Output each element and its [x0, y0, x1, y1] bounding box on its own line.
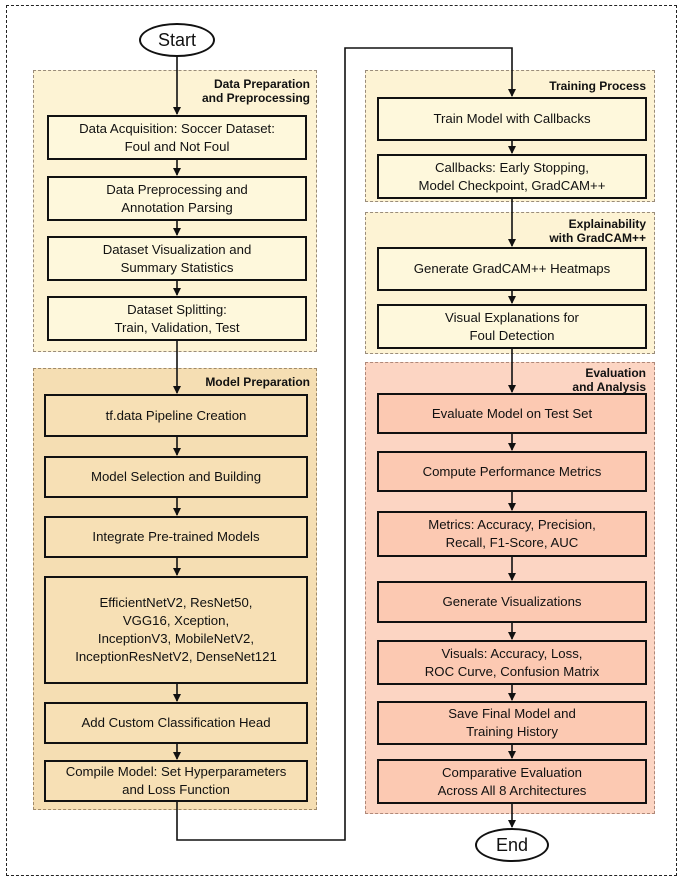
step-gradcam-heatmaps: Generate GradCAM++ Heatmaps — [377, 247, 647, 291]
step-data-preprocessing: Data Preprocessing and Annotation Parsin… — [47, 176, 307, 221]
step-evaluate-model: Evaluate Model on Test Set — [377, 393, 647, 434]
group-title-model-preparation: Model Preparation — [205, 375, 310, 389]
step-train-model: Train Model with Callbacks — [377, 97, 647, 141]
step-comparative-evaluation: Comparative Evaluation Across All 8 Arch… — [377, 759, 647, 804]
step-callbacks: Callbacks: Early Stopping, Model Checkpo… — [377, 154, 647, 199]
step-metrics-list: Metrics: Accuracy, Precision, Recall, F1… — [377, 511, 647, 557]
group-title-explainability: Explainability with GradCAM++ — [549, 217, 646, 245]
step-pipeline-creation: tf.data Pipeline Creation — [44, 394, 308, 437]
step-visual-explanations: Visual Explanations for Foul Detection — [377, 304, 647, 349]
diagram-frame — [6, 5, 677, 876]
step-data-acquisition: Data Acquisition: Soccer Dataset: Foul a… — [47, 115, 307, 160]
step-save-model: Save Final Model and Training History — [377, 701, 647, 745]
step-classification-head: Add Custom Classification Head — [44, 702, 308, 744]
group-title-training-process: Training Process — [549, 79, 646, 93]
step-model-list: EfficientNetV2, ResNet50, VGG16, Xceptio… — [44, 576, 308, 684]
start-terminal: Start — [139, 23, 215, 57]
step-visuals-list: Visuals: Accuracy, Loss, ROC Curve, Conf… — [377, 640, 647, 685]
step-integrate-pretrained: Integrate Pre-trained Models — [44, 516, 308, 558]
group-title-data-preparation: Data Preparation and Preprocessing — [201, 77, 310, 105]
step-generate-visualizations: Generate Visualizations — [377, 581, 647, 623]
step-dataset-splitting: Dataset Splitting: Train, Validation, Te… — [47, 296, 307, 341]
step-dataset-visualization: Dataset Visualization and Summary Statis… — [47, 236, 307, 281]
step-model-selection: Model Selection and Building — [44, 456, 308, 498]
step-compute-metrics: Compute Performance Metrics — [377, 451, 647, 492]
end-terminal: End — [475, 828, 549, 862]
group-title-evaluation: Evaluation and Analysis — [572, 366, 646, 394]
step-compile-model: Compile Model: Set Hyperparameters and L… — [44, 760, 308, 802]
